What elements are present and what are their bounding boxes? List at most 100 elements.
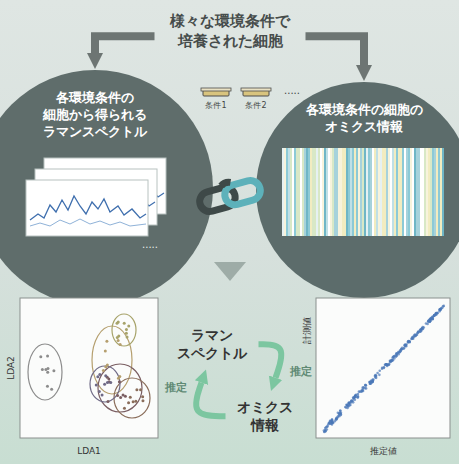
flow-arrow xyxy=(306,36,365,65)
scatter-point xyxy=(369,381,372,384)
scatter-point xyxy=(425,322,428,325)
scatter-point xyxy=(329,419,332,422)
condition-label: 条件1 xyxy=(205,101,226,111)
scatter-point xyxy=(439,308,442,311)
heatmap-stripe xyxy=(282,148,284,236)
spectrum-line xyxy=(30,219,146,226)
heatmap-stripe xyxy=(376,148,378,236)
scatter-point xyxy=(324,430,327,433)
scatter-point xyxy=(388,363,391,366)
lda-point xyxy=(117,377,120,380)
scatter-point xyxy=(391,359,394,362)
heatmap-stripe xyxy=(408,148,410,236)
heatmap-stripe xyxy=(442,148,444,236)
heatmap-stripe xyxy=(356,148,358,236)
lda-point xyxy=(117,321,120,324)
lda-point xyxy=(102,369,105,372)
scatter-point xyxy=(407,341,410,344)
lda-point xyxy=(105,340,108,343)
estimate-arrow xyxy=(196,383,225,417)
heatmap-stripe xyxy=(302,148,304,236)
scatter-point xyxy=(339,410,342,413)
lda-point xyxy=(127,324,130,327)
node-text: 各環境条件の細胞の オミクス情報 xyxy=(299,102,429,136)
lda-point xyxy=(41,368,44,371)
lda-plot xyxy=(20,298,158,438)
scatter-point xyxy=(378,369,381,372)
heatmap-stripe xyxy=(386,148,388,236)
heatmap-stripe xyxy=(426,148,428,236)
scatter-point xyxy=(433,314,436,317)
scatter-point xyxy=(398,351,401,354)
heatmap-stripe xyxy=(286,148,288,236)
heatmap-stripe xyxy=(332,148,334,236)
lda-point xyxy=(119,396,122,399)
heatmap-stripe xyxy=(354,148,356,236)
heatmap-stripe xyxy=(382,148,384,236)
heatmap-stripe xyxy=(294,148,296,236)
lda-point xyxy=(46,371,49,374)
lda-point xyxy=(123,322,126,325)
heatmap-stripe xyxy=(346,148,348,236)
heatmap-stripe xyxy=(290,148,292,236)
lda-point xyxy=(96,375,99,378)
heatmap-stripe xyxy=(440,148,442,236)
heatmap-stripe xyxy=(344,148,346,236)
chain-link xyxy=(197,178,262,213)
heatmap-stripe xyxy=(362,148,364,236)
scatter-point xyxy=(381,367,384,370)
scatter-point xyxy=(442,305,445,308)
omics-node: オミクス 情報 xyxy=(230,394,301,438)
scatter-point xyxy=(440,307,443,310)
heatmap-stripe xyxy=(422,148,424,236)
axis-label: 推定値 xyxy=(370,446,397,457)
scatter-point xyxy=(335,418,338,421)
heatmap-stripe xyxy=(322,148,324,236)
scatter-point xyxy=(385,364,388,367)
scatter-point xyxy=(439,308,442,311)
lda-clusters xyxy=(28,314,150,418)
lda-point xyxy=(103,383,106,386)
node-text: オミクス 情報 xyxy=(234,398,297,434)
scatter-point xyxy=(395,352,398,355)
scatter-point xyxy=(427,320,430,323)
lda-point xyxy=(129,396,132,399)
dish-lid xyxy=(201,88,231,91)
plot-panel xyxy=(20,298,158,438)
scatter-point xyxy=(339,409,342,412)
scatter-point xyxy=(348,402,351,405)
lda-point xyxy=(123,407,126,410)
lda-point xyxy=(101,393,104,396)
cluster-ellipse xyxy=(90,366,120,402)
scatter-point xyxy=(393,355,396,358)
heatmap-stripe xyxy=(316,148,318,236)
heatmap-stripe xyxy=(318,148,320,236)
heatmap-stripe xyxy=(336,148,338,236)
scatter-point xyxy=(360,389,363,392)
lda-point xyxy=(98,390,101,393)
lda-point xyxy=(50,388,53,391)
heatmap-stripe xyxy=(394,148,396,236)
lda-point xyxy=(46,367,49,370)
spectrum-line xyxy=(30,196,146,220)
heatmap-stripe xyxy=(320,148,322,236)
scatter-point xyxy=(324,430,327,433)
scatter-point xyxy=(427,319,430,322)
scatter-point xyxy=(346,407,349,410)
lda-point xyxy=(116,336,119,339)
heatmap-stripe xyxy=(374,148,376,236)
heatmap-stripe xyxy=(330,148,332,236)
flow-arrow xyxy=(95,36,155,53)
scatter-plot xyxy=(316,298,450,438)
scatter-point xyxy=(338,412,341,415)
heatmap-stripe xyxy=(416,148,418,236)
heatmap-stripe xyxy=(438,148,440,236)
heatmap-stripe xyxy=(432,148,434,236)
scatter-point xyxy=(431,316,434,319)
ellipsis: ..... xyxy=(142,239,158,251)
lda-point xyxy=(135,388,138,391)
scatter-point xyxy=(364,384,367,387)
heatmap-stripe xyxy=(414,148,416,236)
scatter-point xyxy=(392,356,395,359)
